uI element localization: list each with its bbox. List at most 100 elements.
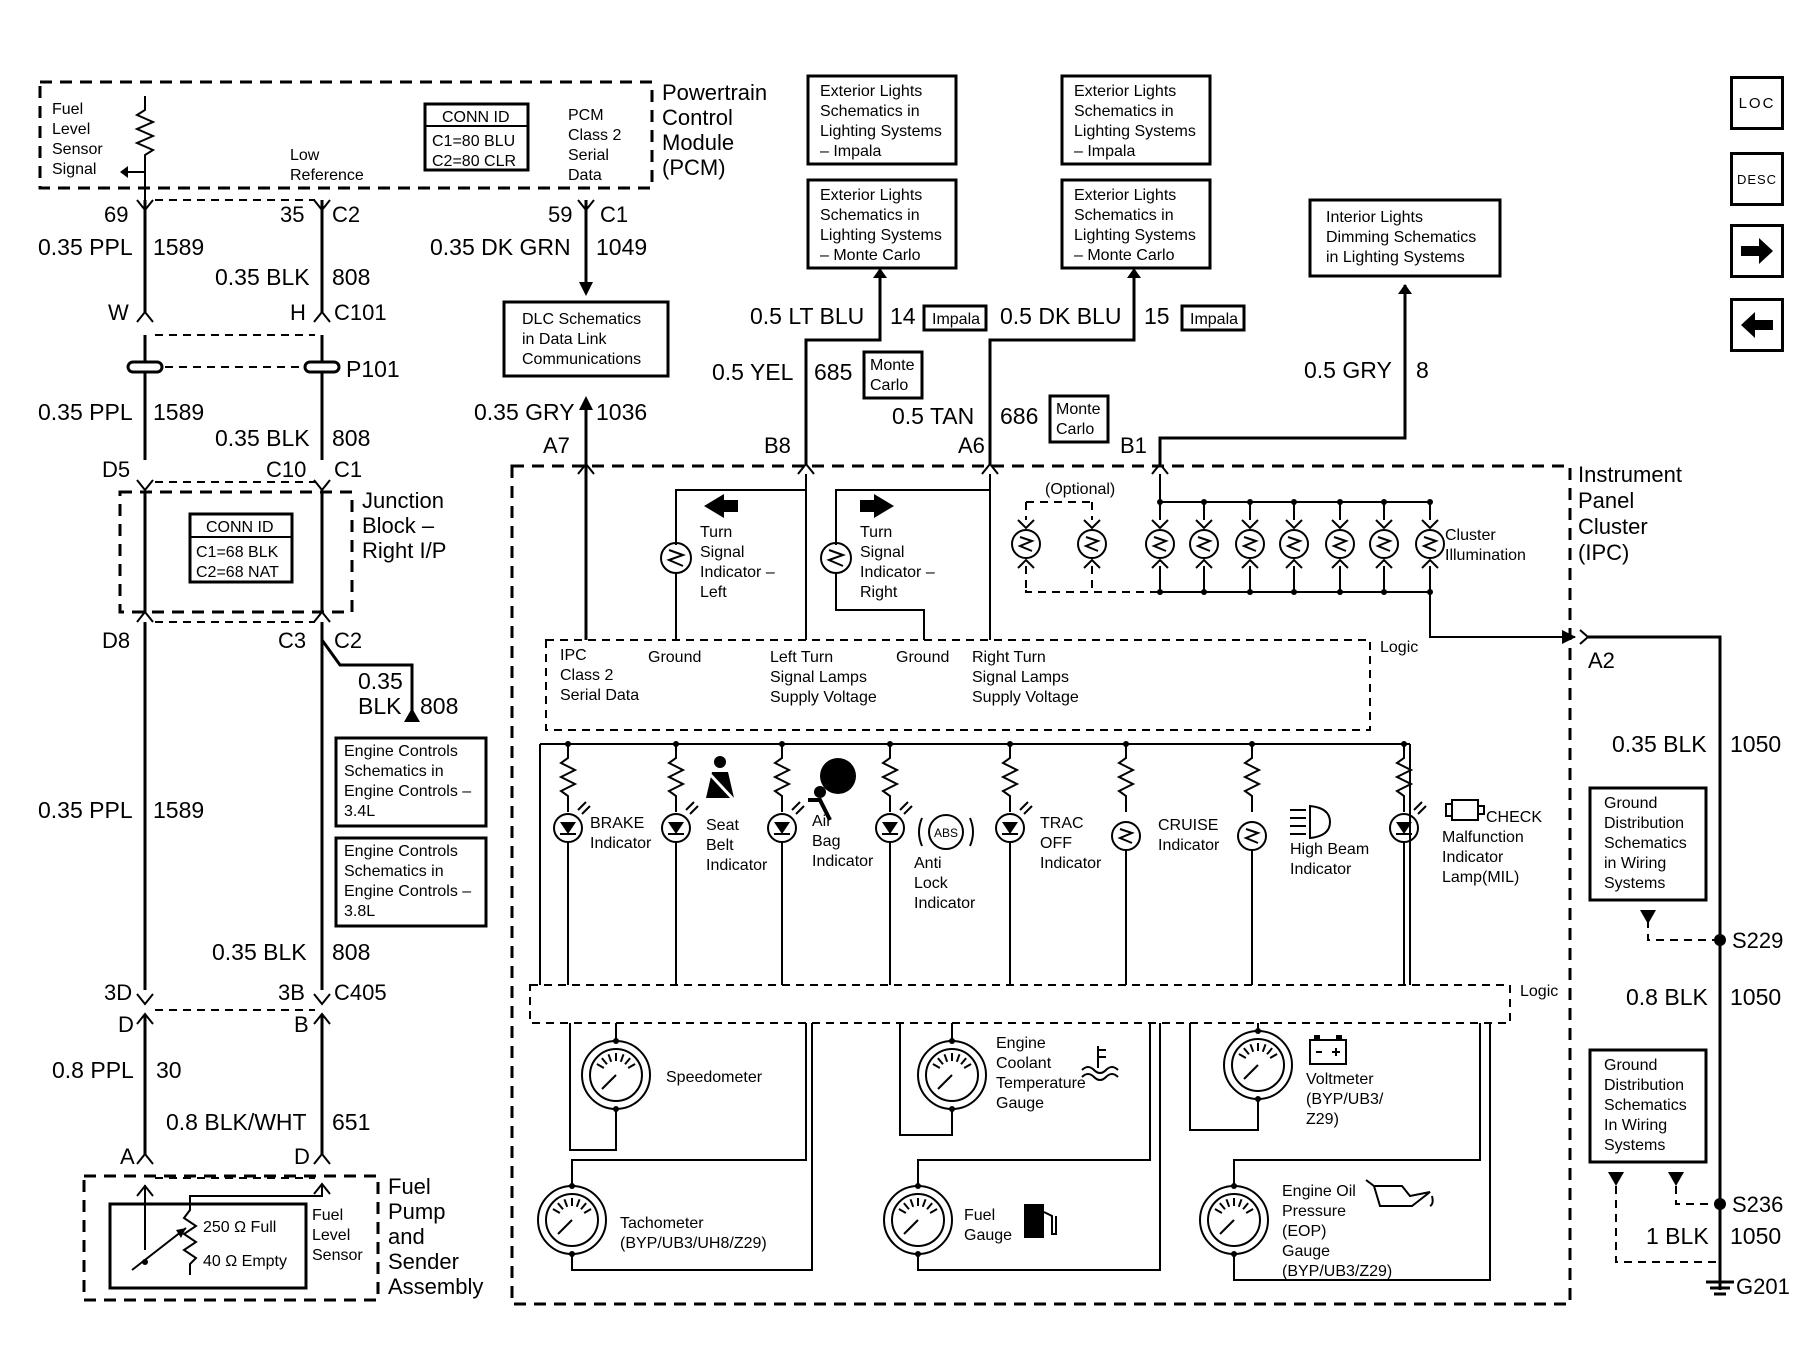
junction-block-box	[118, 490, 354, 614]
indicator-row	[553, 741, 1427, 985]
air-bag-indicator-label: Air Bag Indicator	[812, 813, 874, 870]
indicator-resistor-icon	[772, 744, 792, 812]
svg-text:CHECK: CHECK	[1486, 809, 1542, 826]
optional-label: (Optional)	[1045, 481, 1115, 498]
svg-text:Fuel: Fuel	[964, 1207, 995, 1224]
ref-dlc-schematics[interactable]	[502, 300, 670, 378]
pcm-conn-id-table	[423, 102, 530, 172]
fuel-empty-label: 40 Ω Empty	[203, 1253, 287, 1270]
ref-ground-distribution-1[interactable]	[1588, 786, 1708, 902]
svg-text:Block –: Block –	[362, 513, 435, 538]
svg-text:Bag: Bag	[812, 833, 840, 850]
arrow-up-icon	[579, 396, 593, 410]
pin-b1: B1	[1120, 433, 1147, 458]
pcm-conn-c1: C1=80 BLU	[432, 133, 515, 150]
ground-label-right: Ground	[896, 649, 949, 666]
svg-text:in Lighting Systems: in Lighting Systems	[1326, 249, 1465, 266]
oil-pressure-gauge-label: Engine Oil Pressure (EOP) Gauge (BYP/UB3…	[1282, 1183, 1392, 1280]
pin-b8: B8	[764, 433, 791, 458]
connector-c2: C2	[332, 202, 360, 227]
svg-text:(BYP/UB3/Z29): (BYP/UB3/Z29)	[1282, 1263, 1392, 1280]
svg-text:IPC: IPC	[560, 647, 587, 664]
svg-text:Indicator –: Indicator –	[700, 564, 775, 581]
logic-label: Logic	[1380, 639, 1418, 656]
svg-text:Right: Right	[860, 584, 898, 601]
loc-button[interactable]: LOC	[1730, 76, 1784, 130]
fuel-level-signal-label: Fuel Level Sensor Signal	[52, 101, 103, 178]
ref-exterior-monte-right[interactable]	[1060, 178, 1212, 270]
interior-lights-text: Interior Lights Dimming Schematics in Li…	[1326, 209, 1476, 266]
ground-dist-2-text: Ground Distribution Schematics In Wiring…	[1604, 1057, 1687, 1154]
connector-c1: C1	[600, 202, 628, 227]
impala-tag	[922, 304, 988, 332]
svg-text:Indicator –: Indicator –	[860, 564, 935, 581]
svg-text:In Wiring: In Wiring	[1604, 1117, 1667, 1134]
svg-text:(BYP/UB3/UH8/Z29): (BYP/UB3/UH8/Z29)	[620, 1235, 767, 1252]
ref-exterior-monte-left[interactable]	[806, 178, 958, 270]
svg-text:CRUISE: CRUISE	[1158, 817, 1218, 834]
monte-carlo-tag	[862, 350, 924, 400]
previous-page-button[interactable]	[1730, 298, 1784, 352]
svg-text:Low: Low	[290, 147, 320, 164]
svg-text:Exterior Lights: Exterior Lights	[820, 83, 922, 100]
dlc-text: DLC Schematics in Data Link Communicatio…	[522, 311, 641, 368]
arrow-up-icon	[404, 708, 420, 722]
ground-dist-1-text: Ground Distribution Schematics in Wiring…	[1604, 795, 1687, 892]
svg-text:Indicator: Indicator	[1158, 837, 1220, 854]
svg-text:Distribution: Distribution	[1604, 1077, 1684, 1094]
svg-text:Systems: Systems	[1604, 875, 1665, 892]
indicator-resistor-icon	[666, 744, 686, 812]
svg-text:Distribution: Distribution	[1604, 815, 1684, 832]
connector-p101: P101	[346, 356, 400, 382]
ref-exterior-impala-right[interactable]	[1060, 74, 1212, 166]
svg-text:Fuel: Fuel	[52, 101, 83, 118]
illumination-bulb-icon	[1235, 529, 1265, 559]
ref-engine-controls-3.4l[interactable]	[334, 736, 488, 828]
pin-a: A	[120, 1144, 135, 1169]
svg-text:High Beam: High Beam	[1290, 841, 1369, 858]
pin-h: H	[290, 300, 306, 325]
pcm-serial-data-label: PCM Class 2 Serial Data	[568, 107, 621, 184]
connector-c1: C1	[334, 457, 362, 482]
cluster-illumination-label: Cluster Illumination	[1445, 527, 1526, 564]
illumination-bulb-icon	[1145, 529, 1175, 559]
circuit-1050: 1050	[1730, 731, 1781, 757]
illumination-bulb-icon	[1189, 529, 1219, 559]
illumination-bulb-icon	[1279, 529, 1309, 559]
svg-text:Signal Lamps: Signal Lamps	[770, 669, 867, 686]
indicator-resistor-icon	[880, 744, 900, 812]
impala-tag-text: Impala	[932, 311, 980, 328]
pcm-box	[38, 80, 654, 190]
pin-c10: C10	[266, 457, 306, 482]
svg-text:Tachometer: Tachometer	[620, 1215, 704, 1232]
svg-text:Powertrain: Powertrain	[662, 80, 767, 105]
svg-text:Right I/P: Right I/P	[362, 538, 446, 563]
svg-text:Gauge: Gauge	[964, 1227, 1012, 1244]
pin-d: D	[118, 1012, 134, 1037]
svg-text:Anti: Anti	[914, 855, 942, 872]
engine-controls-38-text: Engine Controls Schematics in Engine Con…	[344, 843, 471, 920]
circuit-1050: 1050	[1730, 984, 1781, 1010]
svg-text:Control: Control	[662, 105, 733, 130]
logic-block-upper	[545, 639, 1371, 731]
wire-label-blk: BLK	[358, 693, 402, 719]
ref-exterior-impala-left[interactable]	[806, 74, 958, 166]
ref-interior-lights[interactable]	[1308, 198, 1502, 278]
circuit-1589: 1589	[153, 797, 204, 823]
next-page-button[interactable]	[1730, 224, 1784, 278]
impala-tag-text: Impala	[1190, 311, 1238, 328]
svg-text:Supply Voltage: Supply Voltage	[770, 689, 877, 706]
ref-ground-distribution-2[interactable]	[1588, 1048, 1708, 1164]
ref-engine-controls-3.8l[interactable]	[334, 836, 488, 928]
logic-label-2: Logic	[1520, 983, 1558, 1000]
abs-icon: ABS	[918, 814, 974, 850]
coolant-gauge-label: Engine Coolant Temperature Gauge	[996, 1035, 1086, 1112]
svg-text:Signal: Signal	[52, 161, 96, 178]
wire-label-ppl: 0.35 PPL	[38, 234, 133, 260]
svg-text:Schematics in: Schematics in	[344, 863, 444, 880]
monte-carlo-tag-text: Monte Carlo	[870, 357, 915, 394]
desc-button[interactable]: DESC	[1730, 152, 1784, 206]
ground-label-left: Ground	[648, 649, 701, 666]
svg-text:3.4L: 3.4L	[344, 803, 375, 820]
svg-text:Left: Left	[700, 584, 727, 601]
